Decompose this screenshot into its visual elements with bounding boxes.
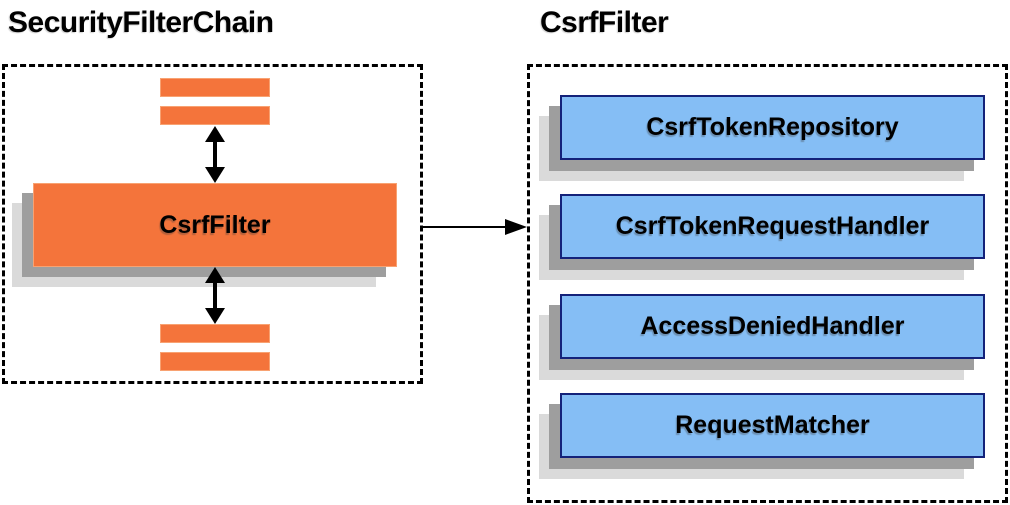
filter-placeholder-bar	[160, 352, 270, 371]
filter-placeholder-bar	[160, 78, 270, 97]
filter-placeholder-bar	[160, 324, 270, 343]
csrf-filter-title: CsrfFilter	[540, 6, 669, 39]
csrf-filter-components-container	[527, 64, 1008, 503]
bidirectional-arrow-icon	[205, 267, 225, 324]
component-box-request-matcher: RequestMatcher	[560, 393, 985, 458]
component-label: RequestMatcher	[675, 411, 870, 439]
csrf-filter-box: CsrfFilter	[33, 183, 397, 267]
component-box-csrf-token-repository: CsrfTokenRepository	[560, 95, 985, 160]
component-label: AccessDeniedHandler	[640, 312, 905, 340]
csrf-filter-box-label: CsrfFilter	[159, 210, 271, 239]
filter-placeholder-bar	[160, 106, 270, 125]
bidirectional-arrow-icon	[205, 126, 225, 183]
component-box-access-denied-handler: AccessDeniedHandler	[560, 294, 985, 359]
component-label: CsrfTokenRepository	[646, 113, 899, 141]
security-filter-chain-container	[2, 64, 423, 384]
right-arrow-icon	[423, 219, 527, 235]
component-box-csrf-token-request-handler: CsrfTokenRequestHandler	[560, 194, 985, 259]
component-label: CsrfTokenRequestHandler	[615, 212, 930, 240]
security-filter-chain-title: SecurityFilterChain	[8, 6, 274, 39]
